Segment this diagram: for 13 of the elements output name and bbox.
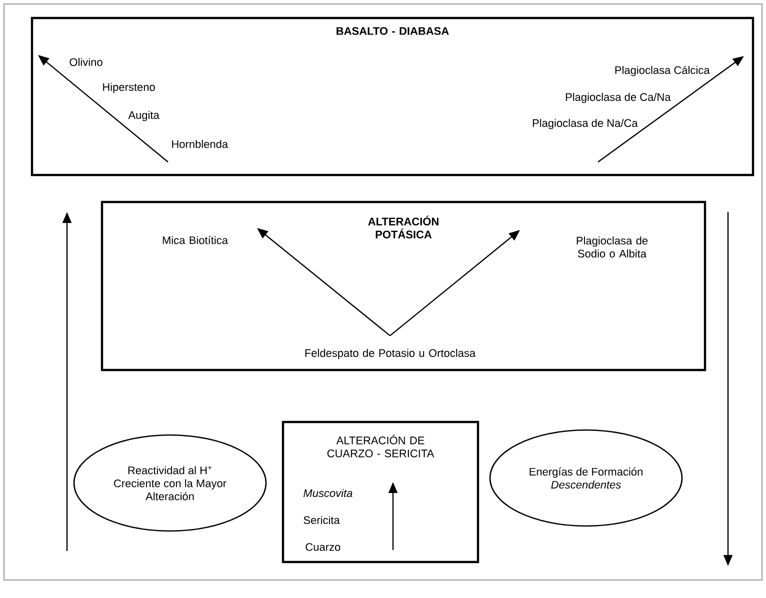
mineral-label: Augita (128, 110, 160, 122)
mineral-text: Feldespato de Potasio u Ortoclasa (305, 348, 476, 360)
mineral-label: Muscovita (304, 488, 352, 498)
mineral-text: Plagioclasa de Sodio o Albita (576, 236, 648, 258)
mineral-label: Plagioclasa de Ca/Na (566, 92, 671, 104)
mineral-label: Plagioclasa de Na/Ca (532, 118, 638, 130)
mineral-label: Hornblenda (172, 140, 228, 148)
mineral-label: Olivino (70, 58, 102, 66)
mineral-label: Sericita (304, 516, 340, 524)
mineral-text: Mica Biotítica (162, 236, 228, 244)
mineral-label: Hipersteno (103, 82, 155, 94)
mineral-label: Plagioclasa Cálcica (615, 66, 710, 76)
mineral-label: Cuarzo (306, 543, 340, 551)
